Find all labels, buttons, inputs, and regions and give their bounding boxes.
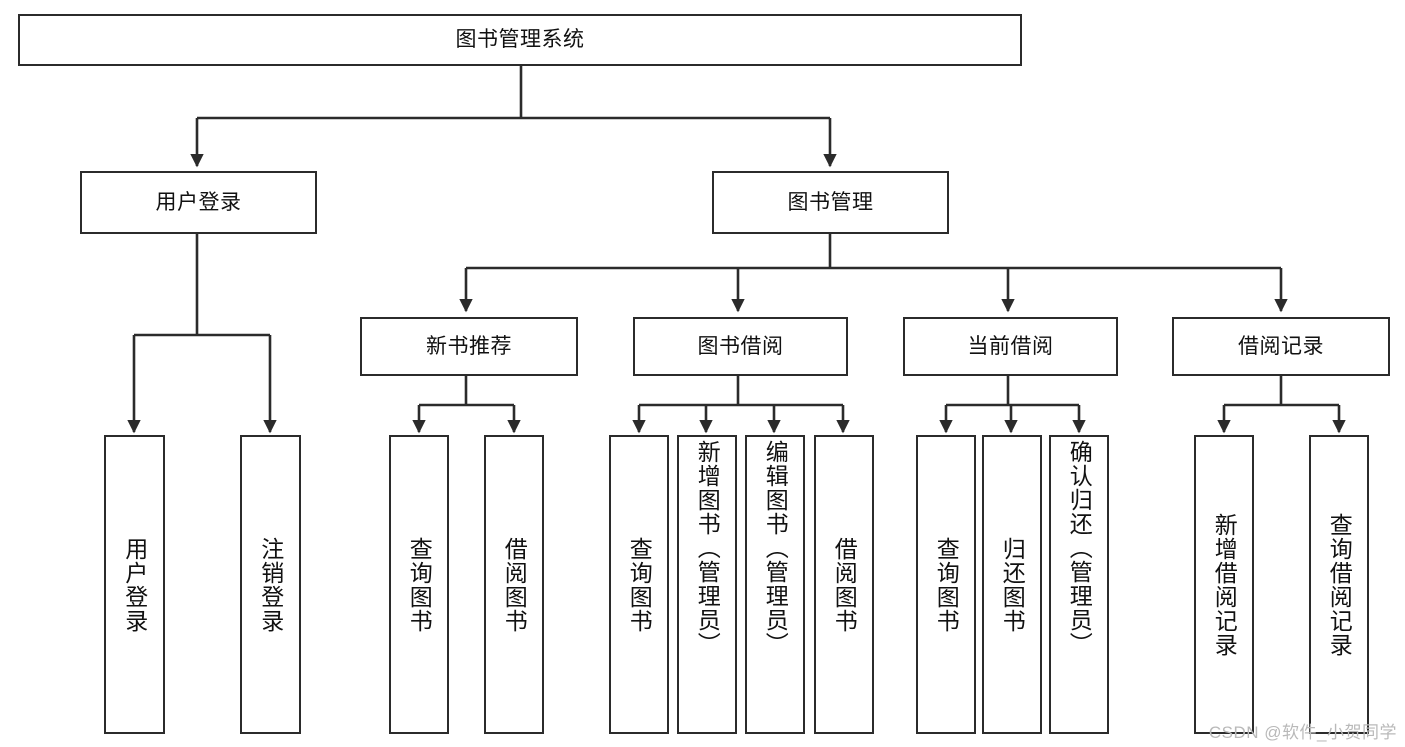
leaf-confirm-return-admin[interactable]: 确认归还（管理员） xyxy=(1049,435,1109,734)
leaf-return-book[interactable]: 归还图书 xyxy=(982,435,1042,734)
node-current-borrow[interactable]: 当前借阅 xyxy=(903,317,1118,376)
leaf-borrow-book-2[interactable]: 借阅图书 xyxy=(814,435,874,734)
watermark: CSDN @软件_小贺同学 xyxy=(1208,723,1397,742)
leaf-return-book-label: 归还图书 xyxy=(999,536,1026,633)
leaf-edit-book-admin-label: 编辑图书（管理员） xyxy=(762,440,789,656)
leaf-borrow-book-1-label: 借阅图书 xyxy=(501,536,528,633)
node-book-management[interactable]: 图书管理 xyxy=(712,171,949,234)
node-user-login-label: 用户登录 xyxy=(155,190,242,214)
node-book-borrow-label: 图书借阅 xyxy=(697,334,784,358)
leaf-query-book-1-label: 查询图书 xyxy=(406,536,433,633)
leaf-query-book-3[interactable]: 查询图书 xyxy=(916,435,976,734)
leaf-query-book-3-label: 查询图书 xyxy=(933,536,960,633)
leaf-query-borrow-record-label: 查询借阅记录 xyxy=(1326,512,1353,657)
node-book-borrow[interactable]: 图书借阅 xyxy=(633,317,848,376)
leaf-add-borrow-record[interactable]: 新增借阅记录 xyxy=(1194,435,1254,734)
node-root-label: 图书管理系统 xyxy=(455,28,585,52)
leaf-edit-book-admin[interactable]: 编辑图书（管理员） xyxy=(745,435,805,734)
node-root[interactable]: 图书管理系统 xyxy=(18,14,1022,66)
leaf-logout[interactable]: 注销登录 xyxy=(240,435,301,734)
leaf-add-book-admin-label: 新增图书（管理员） xyxy=(694,440,721,656)
leaf-query-book-2[interactable]: 查询图书 xyxy=(609,435,669,734)
node-new-book-recommend[interactable]: 新书推荐 xyxy=(360,317,578,376)
leaf-add-book-admin[interactable]: 新增图书（管理员） xyxy=(677,435,737,734)
leaf-query-borrow-record[interactable]: 查询借阅记录 xyxy=(1309,435,1369,734)
leaf-query-book-2-label: 查询图书 xyxy=(626,536,653,633)
leaf-add-borrow-record-label: 新增借阅记录 xyxy=(1211,512,1238,657)
leaf-borrow-book-2-label: 借阅图书 xyxy=(831,536,858,633)
node-user-login[interactable]: 用户登录 xyxy=(80,171,317,234)
node-new-book-recommend-label: 新书推荐 xyxy=(426,334,512,358)
node-current-borrow-label: 当前借阅 xyxy=(967,334,1054,358)
leaf-borrow-book-1[interactable]: 借阅图书 xyxy=(484,435,544,734)
leaf-user-login-label: 用户登录 xyxy=(121,536,148,633)
leaf-confirm-return-admin-label: 确认归还（管理员） xyxy=(1066,440,1093,656)
node-book-management-label: 图书管理 xyxy=(787,190,874,214)
leaf-logout-label: 注销登录 xyxy=(257,536,284,633)
leaf-query-book-1[interactable]: 查询图书 xyxy=(389,435,449,734)
node-borrow-record[interactable]: 借阅记录 xyxy=(1172,317,1390,376)
node-borrow-record-label: 借阅记录 xyxy=(1238,334,1324,358)
leaf-user-login[interactable]: 用户登录 xyxy=(104,435,165,734)
